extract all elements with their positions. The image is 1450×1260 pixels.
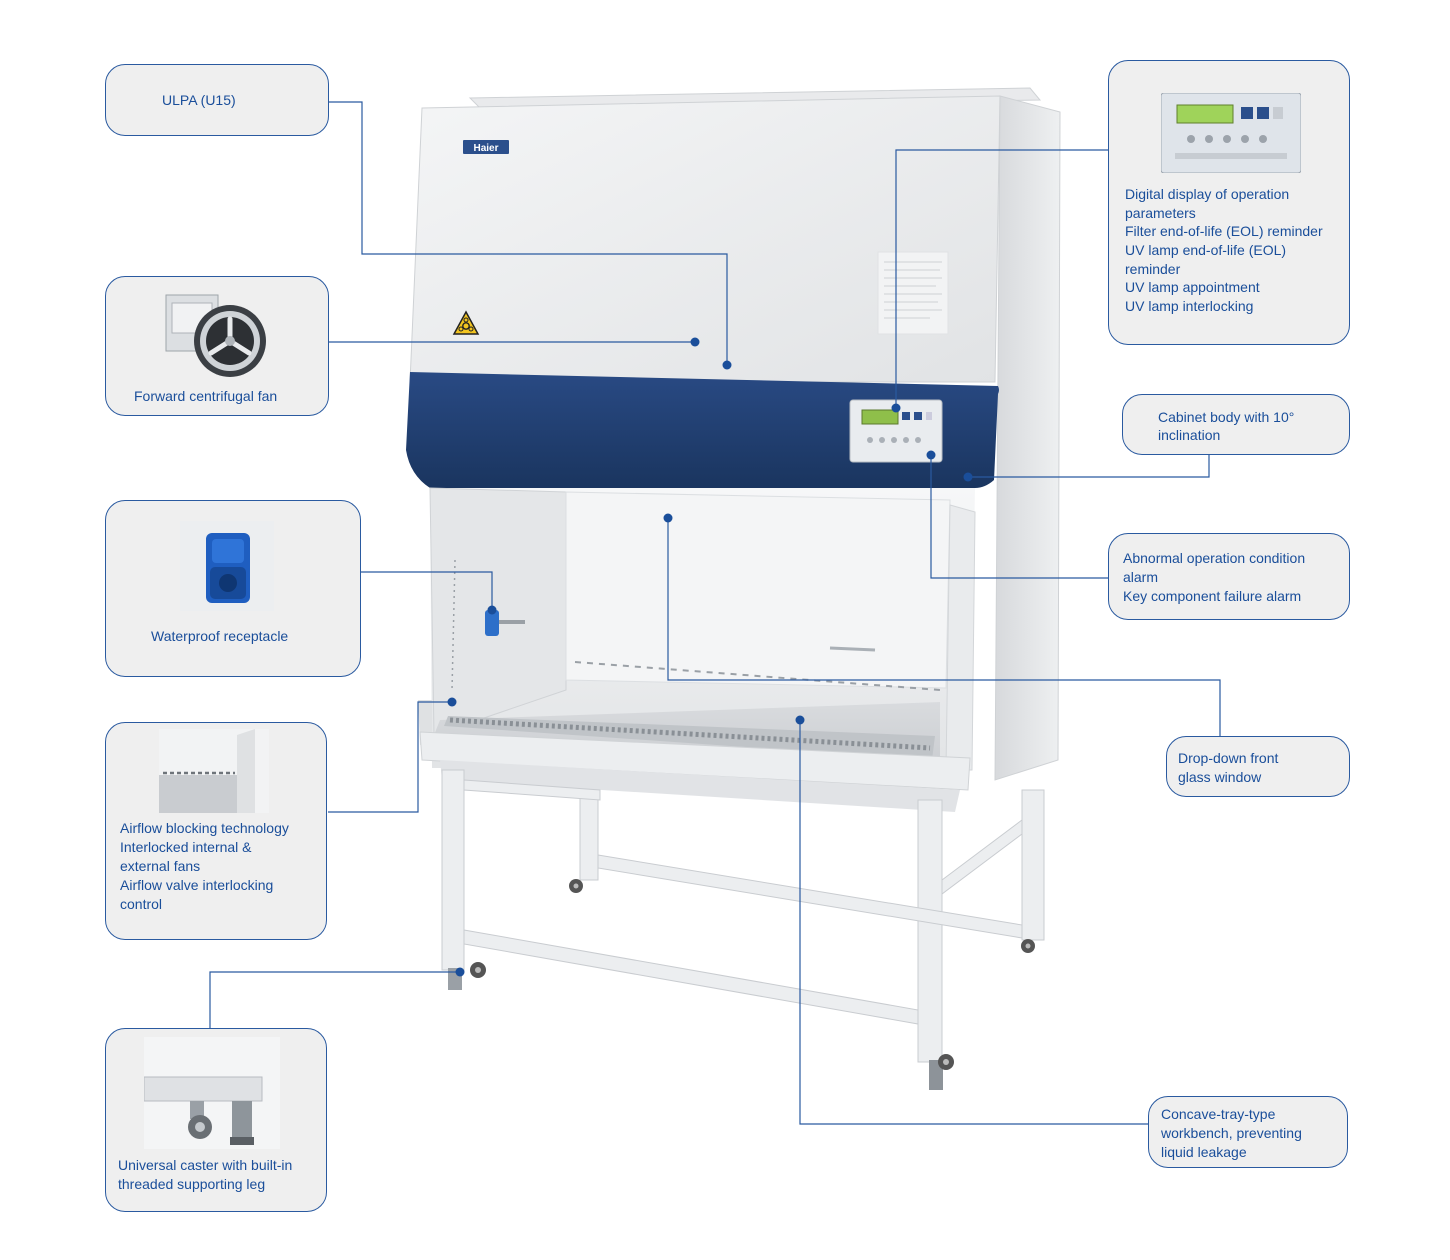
callout-alarm-line-1: Abnormal operation condition [1123,550,1306,566]
callout-airflow-line-1: Airflow blocking technology [120,820,289,836]
cabinet-upper-panel [409,95,1061,781]
leader-dots [447,337,973,977]
callout-display-line-7: UV lamp interlocking [1125,298,1254,314]
blue-receptacle-icon [485,610,525,636]
callout-display-line-2: parameters [1125,205,1196,221]
callout-airflow-line-2: Interlocked internal & [120,839,252,855]
callout-display-line-3: Filter end-of-life (EOL) reminder [1125,223,1323,239]
callout-display: Digital display of operation parameters … [1108,60,1350,345]
callout-window-line-2: glass window [1178,769,1262,785]
callout-inclination-line-1: Cabinet body with 10° [1158,409,1295,425]
callout-tray-line-2: workbench, preventing [1161,1125,1302,1141]
callout-airflow-line-3: external fans [120,858,201,874]
work-chamber [418,487,976,778]
callout-receptacle-text: Waterproof receptacle [151,628,289,644]
callout-fan-text: Forward centrifugal fan [134,388,278,404]
brand-logo: Haier [463,140,509,154]
callout-airflow-line-5: control [120,896,163,912]
callout-window: Drop-down front glass window [1166,736,1350,797]
callout-inclination-line-2: inclination [1158,427,1221,443]
biohazard-icon [452,310,480,335]
cabinet-stand [441,769,1045,1063]
callout-airflow-line-4: Airflow valve interlocking [120,877,274,893]
callout-caster: Universal caster with built-in threaded … [105,1028,327,1212]
control-panel-icon [849,399,943,463]
callout-window-line-1: Drop-down front [1178,750,1279,766]
callout-display-line-1: Digital display of operation [1125,186,1290,202]
callout-alarm: Abnormal operation condition alarm Key c… [1108,533,1350,620]
callout-tray-line-1: Concave-tray-type [1161,1106,1276,1122]
callout-caster-line-2: threaded supporting leg [118,1176,266,1192]
callout-receptacle: Waterproof receptacle [105,500,361,677]
callout-alarm-line-3: Key component failure alarm [1123,588,1302,604]
callout-display-line-4: UV lamp end-of-life (EOL) [1125,242,1287,258]
centrifugal-fan-icon [165,294,266,377]
callout-fan: Forward centrifugal fan [105,276,329,416]
blue-receptacle-icon [180,521,274,611]
callout-tray: Concave-tray-type workbench, preventing … [1148,1096,1348,1168]
leader-lines [209,101,1221,1125]
caster-wheel-icon [144,1037,280,1149]
control-panel-icon [1161,93,1301,173]
callout-airflow: Airflow blocking technology Interlocked … [105,722,327,940]
airflow-interior-icon [159,729,269,813]
callout-caster-line-1: Universal caster with built-in [118,1157,293,1173]
blue-front-band [406,372,999,488]
callout-ulpa-text: ULPA (U15) [162,92,236,108]
callout-display-line-5: reminder [1125,261,1181,277]
callout-display-line-6: UV lamp appointment [1125,279,1260,295]
cabinet-base [419,731,971,812]
callout-alarm-line-2: alarm [1123,569,1159,585]
brand-logo-text: Haier [473,143,498,154]
callout-tray-line-3: liquid leakage [1161,1144,1247,1160]
callout-ulpa: ULPA (U15) [105,64,329,136]
callout-inclination: Cabinet body with 10° inclination [1122,394,1350,455]
caster-wheel-icon [448,879,1035,1090]
